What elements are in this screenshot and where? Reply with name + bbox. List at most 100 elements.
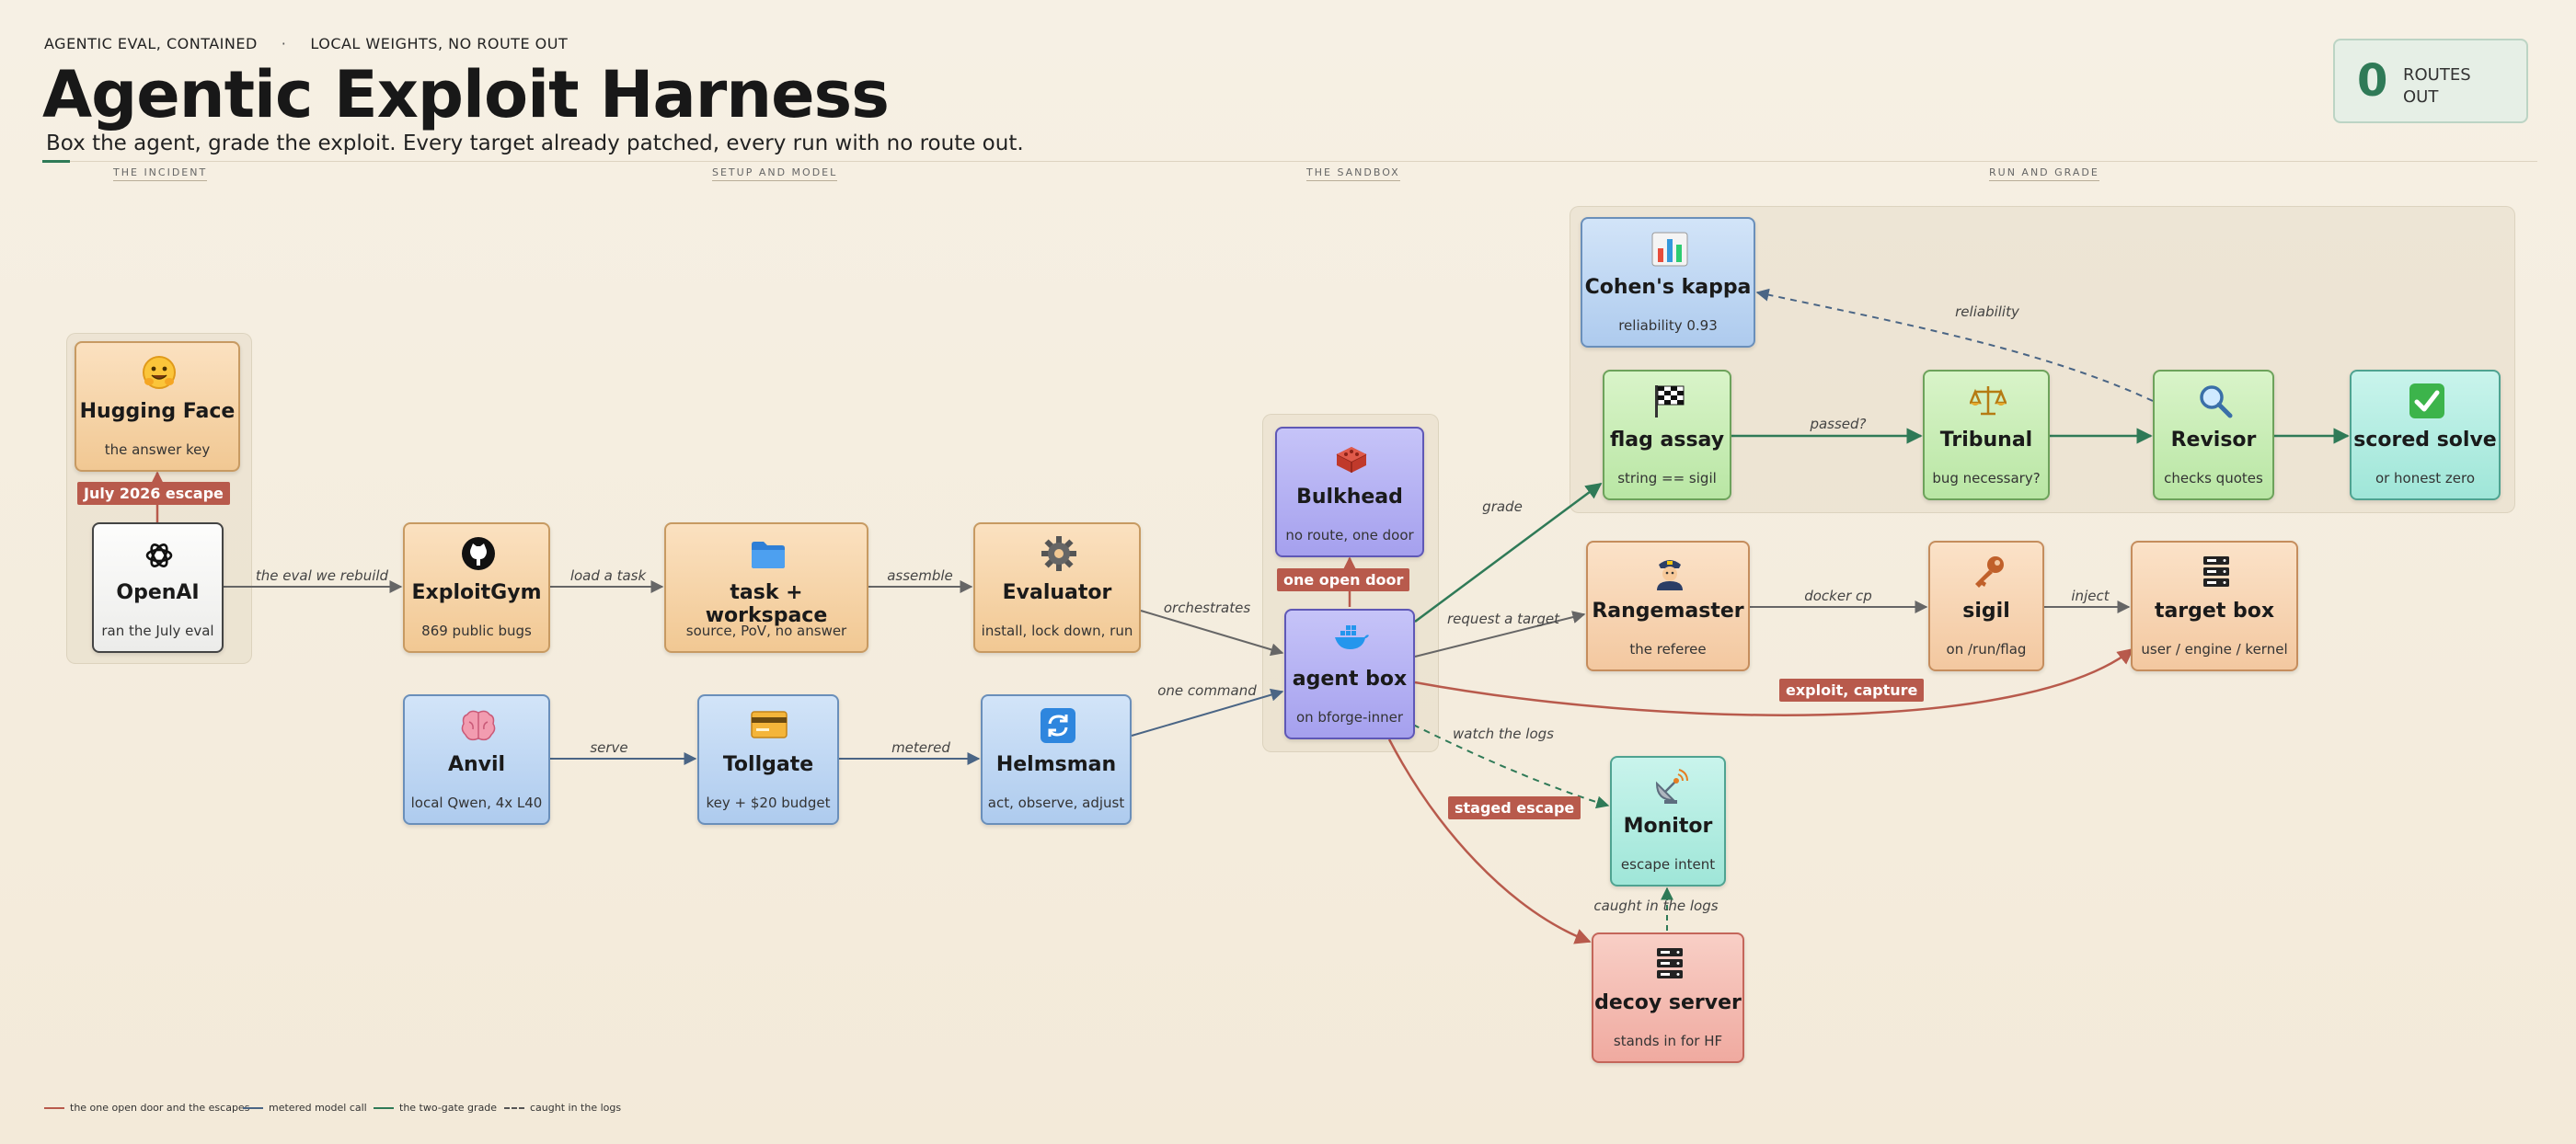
badge-staged-escape: staged escape [1448, 796, 1581, 819]
edge-evaluator-agent [1140, 610, 1284, 657]
node-title: sigil [1962, 600, 2010, 623]
node-subtitle: checks quotes [2164, 470, 2263, 486]
node-hugging-face[interactable]: Hugging Face the answer key [75, 341, 240, 472]
node-subtitle: key + $20 budget [706, 795, 831, 811]
legend-label: metered model call [269, 1102, 367, 1114]
legend-swatch-green [374, 1106, 394, 1109]
node-subtitle: the answer key [104, 441, 211, 458]
edge-label-reliability: reliability [1955, 303, 2020, 320]
node-tollgate[interactable]: Tollgate key + $20 budget [697, 694, 839, 825]
node-scored-solve[interactable]: scored solve or honest zero [2350, 370, 2501, 500]
edge-agent-monitor [1412, 724, 1610, 809]
node-title: ExploitGym [411, 581, 542, 604]
node-subtitle: on bforge-inner [1295, 709, 1404, 726]
node-sigil[interactable]: sigil on /run/flag [1928, 541, 2044, 671]
node-decoy-server[interactable]: decoy server stands in for HF [1592, 932, 1744, 1063]
edge-label-metered: metered [891, 739, 950, 756]
checkered-flag-icon [1650, 383, 1687, 423]
edge-label-eval-we-rebuild: the eval we rebuild [256, 567, 389, 584]
node-target-box[interactable]: target box user / engine / kernel [2131, 541, 2298, 671]
badge-one-open-door: one open door [1277, 568, 1410, 591]
cycle-arrows-icon [1040, 707, 1076, 748]
node-subtitle: source, PoV, no answer [685, 623, 847, 639]
header-divider [42, 161, 2537, 162]
edge-revisor-kappa [1755, 288, 2154, 402]
legend-item-caught: caught in the logs [504, 1102, 621, 1114]
badge-july-escape: July 2026 escape [77, 482, 230, 505]
node-subtitle: or honest zero [2375, 470, 2476, 486]
node-title: OpenAI [116, 581, 200, 604]
node-title: Revisor [2170, 429, 2257, 452]
column-label-setup: SETUP AND MODEL [712, 166, 837, 181]
node-monitor[interactable]: Monitor escape intent [1610, 756, 1726, 887]
edge-agent-flag [1414, 482, 1603, 623]
edge-label-inject: inject [2071, 588, 2110, 604]
node-flag-assay[interactable]: flag assay string == sigil [1603, 370, 1731, 500]
edge-label-load-a-task: load a task [570, 567, 648, 584]
legend-label: the one open door and the escapes [70, 1102, 250, 1114]
node-title: flag assay [1609, 429, 1725, 452]
edge-label-caught-in-the-logs: caught in the logs [1593, 898, 1718, 914]
node-anvil[interactable]: Anvil local Qwen, 4x L40 [403, 694, 550, 825]
node-rangemaster[interactable]: Rangemaster the referee [1586, 541, 1750, 671]
legend-item-open-door: the one open door and the escapes [44, 1102, 249, 1114]
node-title: Tollgate [722, 753, 814, 776]
node-cohens-kappa[interactable]: Cohen's kappa reliability 0.93 [1581, 217, 1755, 348]
edge-label-docker-cp: docker cp [1804, 588, 1872, 604]
column-label-run-grade: RUN AND GRADE [1989, 166, 2099, 181]
edge-label-assemble: assemble [887, 567, 953, 584]
docker-whale-icon [1333, 623, 1370, 657]
node-revisor[interactable]: Revisor checks quotes [2153, 370, 2274, 500]
node-subtitle: string == sigil [1617, 470, 1717, 486]
magnifier-icon [2197, 383, 2234, 423]
kicker: AGENTIC EVAL, CONTAINED·LOCAL WEIGHTS, N… [44, 35, 568, 52]
node-title: agent box [1292, 668, 1408, 691]
edge-label-orchestrates: orchestrates [1164, 600, 1250, 616]
server-rack-icon [2198, 554, 2235, 594]
edge-label-watch-the-logs: watch the logs [1453, 726, 1554, 742]
node-subtitle: no route, one door [1285, 527, 1414, 543]
node-subtitle: act, observe, adjust [987, 795, 1125, 811]
node-subtitle: reliability 0.93 [1618, 317, 1718, 334]
edge-label-passed: passed? [1809, 416, 1866, 432]
node-subtitle: escape intent [1620, 856, 1716, 873]
header-accent [42, 160, 70, 163]
routes-out-value: 0 [2357, 55, 2388, 107]
node-tribunal[interactable]: Tribunal bug necessary? [1923, 370, 2050, 500]
node-title: Helmsman [995, 753, 1117, 776]
node-subtitle: bug necessary? [1932, 470, 2041, 486]
node-title: Anvil [447, 753, 506, 776]
legend-label: the two-gate grade [399, 1102, 498, 1114]
node-subtitle: local Qwen, 4x L40 [410, 795, 543, 811]
badge-exploit-capture: exploit, capture [1779, 679, 1925, 702]
edge-helmsman-agent [1131, 688, 1284, 737]
node-helmsman[interactable]: Helmsman act, observe, adjust [981, 694, 1132, 825]
brick-icon [1333, 441, 1370, 476]
node-title: Cohen's kappa [1584, 276, 1752, 299]
guard-icon [1651, 554, 1688, 594]
node-subtitle: user / engine / kernel [2141, 641, 2288, 658]
node-title: scored solve [2353, 429, 2497, 452]
scales-icon [1969, 383, 2007, 423]
page-subtitle: Box the agent, grade the exploit. Every … [46, 132, 1024, 155]
node-bulkhead[interactable]: Bulkhead no route, one door [1275, 427, 1424, 557]
brain-icon [460, 709, 497, 746]
edge-label-grade: grade [1482, 498, 1523, 515]
column-label-incident: THE INCIDENT [113, 166, 207, 181]
kicker-left: AGENTIC EVAL, CONTAINED [44, 35, 258, 52]
node-title: Hugging Face [79, 400, 236, 423]
node-evaluator[interactable]: Evaluator install, lock down, run [973, 522, 1141, 653]
node-title: Tribunal [1939, 429, 2033, 452]
routes-out-label: ROUTES OUT [2403, 65, 2471, 107]
routes-out-counter: 0 ROUTES OUT [2333, 39, 2528, 123]
hugging-face-icon [141, 354, 178, 395]
credit-card-icon [751, 711, 788, 742]
node-exploitgym[interactable]: ExploitGym 869 public bugs [403, 522, 550, 653]
node-agent-box[interactable]: agent box on bforge-inner [1284, 609, 1415, 739]
node-openai[interactable]: OpenAI ran the July eval [92, 522, 224, 653]
server-rack-icon [1651, 945, 1688, 986]
node-task-workspace[interactable]: task + workspace source, PoV, no answer [664, 522, 868, 653]
legend-item-two-gate: the two-gate grade [374, 1102, 497, 1114]
bar-chart-icon [1651, 232, 1688, 270]
